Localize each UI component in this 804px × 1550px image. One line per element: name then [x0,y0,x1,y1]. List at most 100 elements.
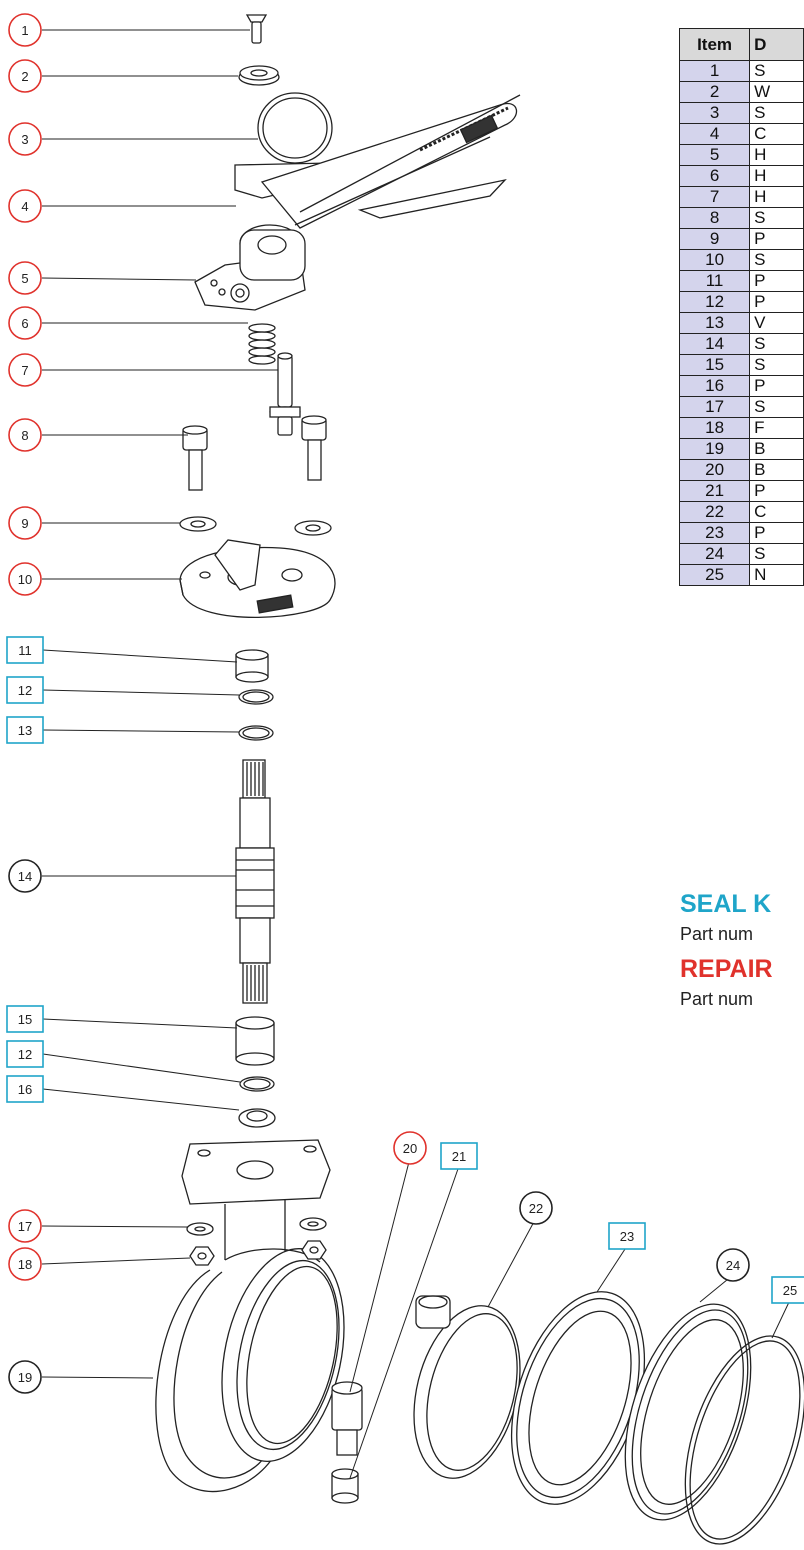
parts-table-header-item: Item [678,28,751,61]
callout-5: 5 [8,261,42,295]
item-number-cell: 11 [678,270,751,292]
callout-label: 4 [21,199,28,214]
item-number-cell: 22 [678,501,751,523]
item-number-cell: 6 [678,165,751,187]
callout-3: 3 [8,122,42,156]
callout-marker-shape [771,1276,804,1304]
callout-label: 10 [18,572,32,587]
callout-label: 5 [21,271,28,286]
callout-4: 4 [8,189,42,223]
part-o-ring-a [238,689,274,705]
callout-label: 24 [726,1258,740,1273]
callout-14: 14 [8,859,42,893]
item-number-cell: 1 [678,60,751,82]
part-seal-ring [624,1303,752,1521]
callout-label: 9 [21,516,28,531]
repair-kit-title: REPAIR [680,955,773,983]
part-valve-body [155,1139,345,1493]
parts-table-header-description: D [749,28,804,61]
callout-marker-shape [6,716,44,744]
item-number-cell: 17 [678,396,751,418]
description-cell: S [749,207,804,229]
callout-label: 2 [21,69,28,84]
callout-marker-shape [8,418,42,452]
callout-marker-shape [6,1040,44,1068]
item-number-cell: 12 [678,291,751,313]
part-o-ring-b [238,725,274,741]
description-cell: S [749,396,804,418]
callout-24: 24 [716,1248,750,1282]
callout-label: 17 [18,1219,32,1234]
callout-22: 22 [519,1191,553,1225]
description-cell: S [749,333,804,355]
description-cell: S [749,249,804,271]
description-cell: P [749,480,804,502]
callout-20: 20 [393,1131,427,1165]
part-seat [510,1291,646,1505]
seal-kit-title: SEAL K [680,890,772,918]
part-stem [235,759,275,1004]
item-number-cell: 8 [678,207,751,229]
item-number-cell: 3 [678,102,751,124]
callout-label: 13 [18,723,32,738]
item-number-cell: 24 [678,543,751,565]
callout-marker-shape [8,506,42,540]
item-number-cell: 9 [678,228,751,250]
callout-label: 3 [21,132,28,147]
callout-21: 21 [440,1142,478,1170]
callout-label: 20 [403,1141,417,1156]
callout-15: 15 [6,1005,44,1033]
description-cell: H [749,165,804,187]
callout-marker-shape [6,636,44,664]
callout-marker-shape [440,1142,478,1170]
item-number-cell: 15 [678,354,751,376]
callout-13: 13 [6,716,44,744]
callout-label: 6 [21,316,28,331]
callout-marker-shape [8,13,42,47]
part-pin [269,352,301,436]
leader-lines [41,29,791,1479]
item-number-cell: 4 [678,123,751,145]
callout-marker-shape [608,1222,646,1250]
callout-label: 21 [452,1149,466,1164]
item-number-cell: 18 [678,417,751,439]
item-number-cell: 7 [678,186,751,208]
part-large-o-ring [684,1335,804,1545]
callout-label: 25 [783,1283,797,1298]
description-cell: S [749,60,804,82]
part-shaft-end [331,1381,363,1456]
callout-label: 19 [18,1370,32,1385]
item-number-cell: 16 [678,375,751,397]
callout-19: 19 [8,1360,42,1394]
callout-label: 23 [620,1229,634,1244]
callout-label: 22 [529,1201,543,1216]
description-cell: B [749,459,804,481]
item-number-cell: 25 [678,564,751,586]
item-number-cell: 20 [678,459,751,481]
part-snap-ring [257,92,333,164]
callout-25: 25 [771,1276,804,1304]
item-number-cell: 13 [678,312,751,334]
part-flat-washers [179,516,332,536]
callout-marker-shape [393,1131,427,1165]
description-cell: F [749,417,804,439]
callout-8: 8 [8,418,42,452]
part-bolts [182,415,327,491]
description-cell: H [749,186,804,208]
callout-label: 14 [18,869,32,884]
callout-marker-shape [6,676,44,704]
description-cell: P [749,291,804,313]
item-number-cell: 21 [678,480,751,502]
callout-marker-shape [6,1005,44,1033]
description-cell: P [749,375,804,397]
